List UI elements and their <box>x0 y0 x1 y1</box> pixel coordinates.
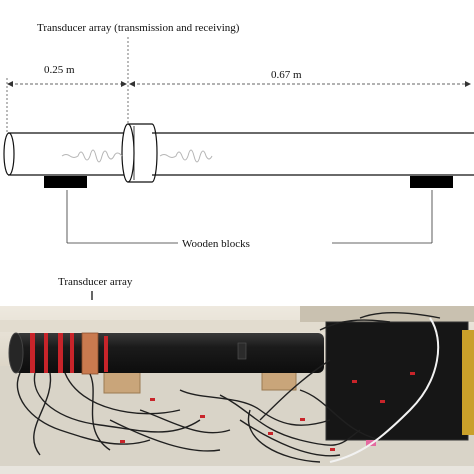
wooden-block-left <box>44 176 87 188</box>
photo-shelf <box>0 320 330 332</box>
dim-right-arrowhead-start <box>129 81 135 87</box>
dim-left-arrowhead-start <box>7 81 13 87</box>
photo-frame-edge <box>300 306 474 322</box>
photo-wood-block-left <box>103 370 141 394</box>
wooden-blocks-label: Wooden blocks <box>182 238 250 250</box>
photo-white-cable <box>329 317 440 463</box>
photo-electronics-box <box>325 321 469 441</box>
photo-transducer-label: Transducer array <box>58 276 133 288</box>
photo-transducer-band <box>81 332 99 375</box>
schematic-diagram: Transducer array (transmission and recei… <box>3 22 474 300</box>
photo-bottom-bar <box>0 466 474 474</box>
dim-right-arrowhead-end <box>465 81 471 87</box>
transducer-collar <box>121 123 158 183</box>
wave-packet-right <box>159 149 213 163</box>
transducer-array-label: Transducer array (transmission and recei… <box>37 22 240 34</box>
wooden-block-right <box>410 176 453 188</box>
dim-left-arrowhead-end <box>121 81 127 87</box>
wave-packet-left <box>61 149 123 163</box>
photo-pipe-joint <box>237 342 247 360</box>
pipe-open-end <box>3 132 15 176</box>
photo-cables <box>16 312 441 463</box>
photo-pipe-end <box>8 332 24 374</box>
dim-left-label: 0.25 m <box>44 64 75 76</box>
photo-red-tape <box>30 333 108 373</box>
pipe-drawing <box>3 132 474 176</box>
dim-right-label: 0.67 m <box>271 69 302 81</box>
photo-box-edge <box>462 330 474 435</box>
wooden-blocks-bracket <box>66 190 433 244</box>
